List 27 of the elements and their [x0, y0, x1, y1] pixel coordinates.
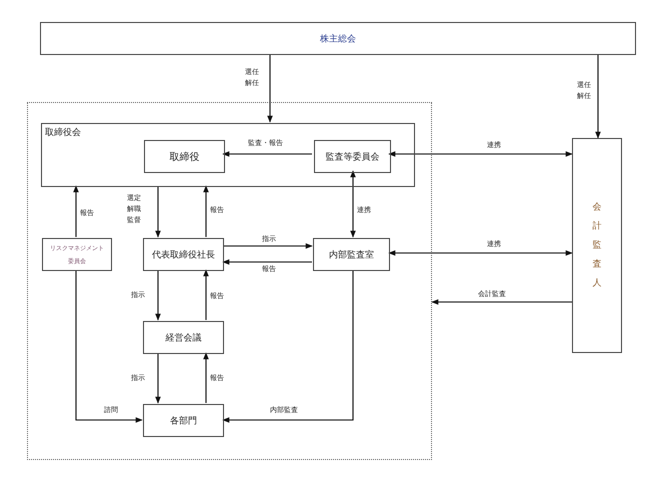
arrow: [267, 55, 273, 123]
arrow: [75, 270, 143, 423]
process-box: 取締役: [144, 140, 225, 173]
process-box: 各部門: [143, 404, 224, 437]
process-box: 内部監査室: [313, 238, 390, 271]
arrow: [222, 151, 312, 157]
boundary-box: [27, 102, 432, 460]
arrow: [155, 270, 161, 321]
process-box: 経営会議: [143, 321, 224, 354]
arrow: [222, 270, 354, 423]
arrow: [203, 269, 209, 320]
arrow: [155, 186, 161, 238]
arrow: [388, 250, 573, 256]
arrow: [222, 259, 312, 265]
arrow: [223, 243, 313, 249]
meeting-box: 株主総会: [40, 22, 636, 55]
arrow: [350, 170, 356, 238]
auditor-box: 会計監査人: [572, 138, 622, 353]
arrow: [388, 151, 573, 157]
arrow: [73, 185, 79, 237]
process-box: 監査等委員会: [314, 140, 391, 173]
arrow: [203, 185, 209, 237]
arrow: [431, 299, 572, 305]
process-box: 代表取締役社長: [143, 238, 224, 271]
arrow: [595, 55, 601, 139]
arrow: [155, 353, 161, 404]
arrow: [203, 352, 209, 403]
